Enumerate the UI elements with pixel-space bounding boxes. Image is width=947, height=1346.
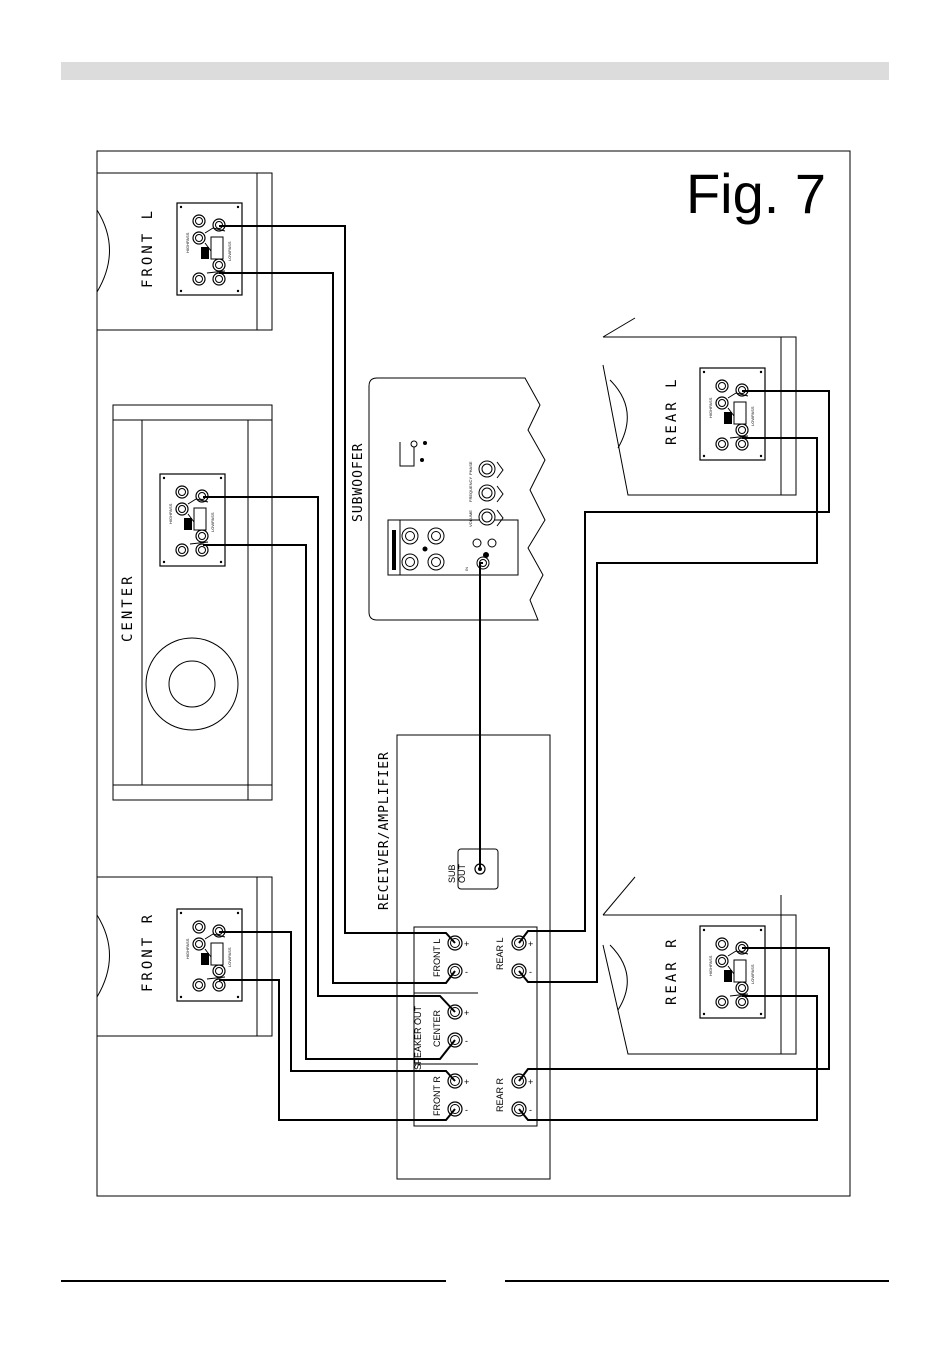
speaker-front-l: FRONT L	[97, 173, 272, 330]
rear-r-plus: +	[528, 1077, 533, 1087]
receiver-amplifier: RECEIVER/AMPLIFIER SUB OUT SPEAKER OUT F…	[377, 735, 550, 1179]
subwoofer-panel: PHASE FREQUENCY VOLUME IN SUBWOOFER	[351, 378, 545, 620]
speaker-label-center: CENTER	[120, 573, 136, 642]
front-l-plus: +	[464, 939, 469, 949]
subwoofer-control-phase: PHASE	[468, 461, 473, 475]
speaker-out-label: SPEAKER OUT	[413, 1005, 423, 1070]
speaker-rear-r: REAR R	[603, 877, 796, 1054]
footer-rule-right	[505, 1280, 889, 1282]
sub-out-label-1: SUB	[447, 864, 457, 883]
speaker-center: CENTER	[113, 405, 272, 800]
wire-rear-r-minus	[519, 996, 817, 1120]
front-l-minus: -	[465, 967, 468, 977]
diagram-frame	[97, 151, 850, 1196]
speaker-label-front-r: FRONT R	[140, 912, 156, 992]
subwoofer-label: SUBWOOFER	[351, 443, 366, 522]
front-r-plus: +	[464, 1077, 469, 1087]
speaker-rear-l: REAR L	[603, 318, 796, 495]
rear-r-minus: -	[529, 1105, 532, 1115]
subwoofer-control-frequency: FREQUENCY	[468, 477, 473, 502]
subwoofer-control-volume: VOLUME	[468, 510, 473, 527]
rear-l-minus: -	[529, 967, 532, 977]
figure-label: Fig. 7	[686, 162, 826, 225]
speaker-label-rear-l: REAR L	[664, 376, 680, 445]
receiver-channel-rear-l: REAR L	[495, 937, 505, 970]
receiver-title: RECEIVER/AMPLIFIER	[377, 751, 392, 910]
receiver-channel-center: CENTER	[432, 1009, 442, 1047]
speaker-label-rear-r: REAR R	[664, 936, 680, 1005]
wire-rear-l-minus	[519, 438, 817, 982]
receiver-channel-front-l: FRONT L	[432, 939, 442, 977]
speaker-label-front-l: FRONT L	[140, 208, 156, 288]
wire-rear-l-plus	[519, 391, 829, 943]
speaker-front-r: FRONT R	[97, 877, 272, 1036]
center-minus: -	[465, 1036, 468, 1046]
footer-rule-left	[61, 1280, 446, 1282]
sub-out-label-2: OUT	[457, 864, 467, 884]
wire-front-l-plus	[219, 226, 455, 943]
subwoofer-input-label: IN	[464, 567, 469, 571]
receiver-channel-front-r: FRONT R	[432, 1076, 442, 1116]
center-plus: +	[464, 1008, 469, 1018]
receiver-channel-rear-r: REAR R	[495, 1077, 505, 1112]
rear-l-plus: +	[528, 939, 533, 949]
front-r-minus: -	[465, 1105, 468, 1115]
wire-sub-out	[480, 563, 483, 869]
